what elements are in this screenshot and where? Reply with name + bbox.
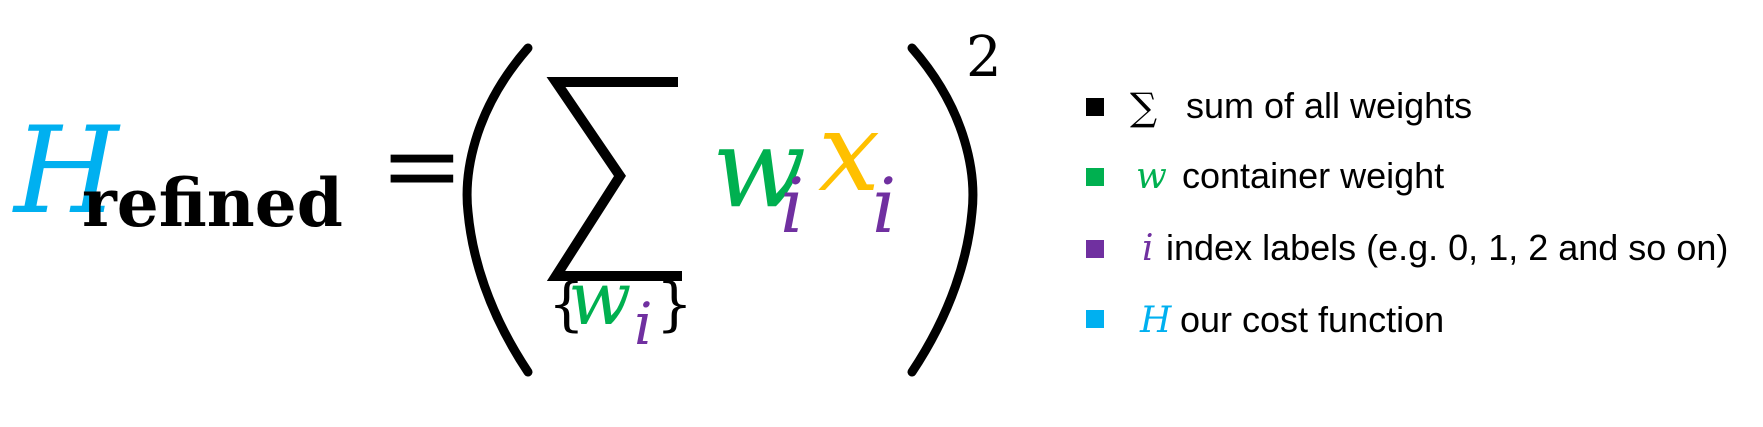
legend-item-index: i index labels (e.g. 0, 1, 2 and so on) xyxy=(1086,227,1728,269)
legend-label-sum: sum of all weights xyxy=(1186,85,1472,126)
legend: ∑ sum of all weights w container weight … xyxy=(1086,85,1728,341)
legend-item-sum: ∑ sum of all weights xyxy=(1086,85,1472,129)
legend-swatch-blue xyxy=(1086,310,1104,328)
legend-label-cost: our cost function xyxy=(1180,299,1444,340)
right-parenthesis xyxy=(907,43,978,377)
sum-index-close-brace: } xyxy=(656,270,693,338)
legend-symbol-sum-icon: ∑ xyxy=(1130,85,1157,129)
legend-symbol-w: w xyxy=(1136,156,1167,197)
legend-item-cost: H our cost function xyxy=(1086,299,1444,341)
legend-swatch-purple xyxy=(1086,240,1104,258)
legend-label-index: index labels (e.g. 0, 1, 2 and so on) xyxy=(1166,227,1728,268)
cost-function-equation: H refined = { w i } w i x i 2 xyxy=(12,25,1002,377)
sum-index-w: w xyxy=(568,256,631,342)
left-parenthesis xyxy=(462,43,533,377)
term-x: x xyxy=(818,88,880,216)
summation-sigma-icon xyxy=(546,77,682,281)
legend-swatch-green xyxy=(1086,168,1104,186)
term-x-sub-i: i xyxy=(872,161,896,250)
term-w: w xyxy=(712,104,806,232)
sum-index-open-brace: { xyxy=(548,270,585,338)
cost-symbol-H: H xyxy=(12,102,121,241)
exponent-2: 2 xyxy=(966,25,1002,90)
legend-label-weight: container weight xyxy=(1182,155,1444,196)
sum-index-sub-i: i xyxy=(634,290,653,358)
equals-sign: = xyxy=(380,107,464,224)
legend-symbol-i: i xyxy=(1142,228,1154,269)
legend-swatch-black xyxy=(1086,98,1104,116)
cost-subscript-refined: refined xyxy=(82,164,343,242)
legend-symbol-H: H xyxy=(1139,300,1172,341)
term-w-sub-i: i xyxy=(780,161,804,250)
legend-item-weight: w container weight xyxy=(1086,155,1444,197)
